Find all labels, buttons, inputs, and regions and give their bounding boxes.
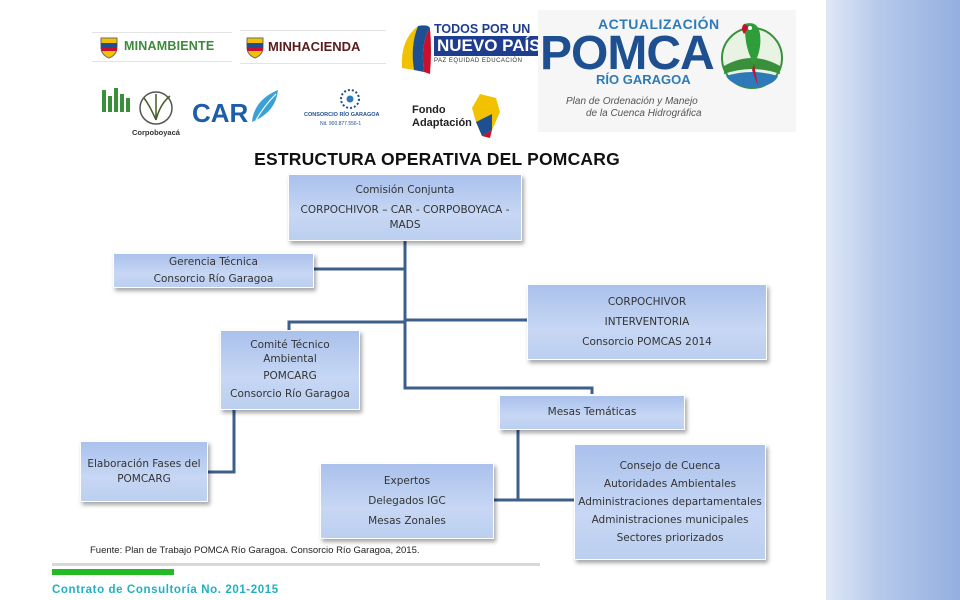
pomca-logo: ACTUALIZACIÓN POMCA RÍO GARAGOA Plan de …: [538, 10, 796, 132]
corpoboyaca-logo: Corpoboyacá: [100, 86, 190, 138]
node-mesas-tematicas: Mesas Temáticas: [499, 395, 685, 430]
node-label: Consorcio Río Garagoa: [153, 272, 274, 285]
node-label: CORPOCHIVOR: [607, 295, 687, 308]
contract-number: Contrato de Consultoría No. 201-2015: [52, 584, 279, 596]
node-label: Expertos: [383, 474, 431, 487]
connector-comite: [287, 320, 405, 330]
page-title: ESTRUCTURA OPERATIVA DEL POMCARG: [254, 149, 620, 169]
node-label: Elaboración Fases del POMCARG: [87, 458, 201, 485]
pomca-big-text: POMCA: [540, 27, 715, 80]
connector-trunk: [403, 240, 594, 394]
node-label: Comisión Conjunta: [355, 184, 455, 197]
pomca-rio-text: RÍO GARAGOA: [596, 72, 691, 87]
fondo-adaptacion-logo: Fondo Adaptación: [410, 92, 502, 140]
node-label: Delegados IGC: [368, 494, 446, 507]
todos-line2: NUEVO PAÍS: [434, 36, 544, 56]
footer-accent-bar: [52, 569, 174, 575]
todos-line1: TODOS POR UN: [434, 22, 531, 36]
minhacienda-logo: MINHACIENDA: [240, 30, 386, 64]
minambiente-text: MINAMBIENTE: [124, 39, 215, 53]
consorcio-nit: Nit. 900.877.556-1: [320, 121, 362, 127]
node-label: Autoridades Ambientales: [603, 477, 737, 490]
minhacienda-text: MINHACIENDA: [268, 39, 361, 54]
connector-elaboracion: [208, 410, 236, 474]
todos-por-un-nuevo-pais-logo: TODOS POR UN NUEVO PAÍS PAZ EQUIDAD EDUC…: [398, 18, 544, 78]
node-label: Consejo de Cuenca: [619, 459, 721, 472]
connector-mesas: [494, 430, 520, 502]
node-elaboracion-fases: Elaboración Fases del POMCARG: [80, 441, 208, 502]
node-label: Consorcio Río Garagoa: [230, 388, 350, 401]
todos-line3: PAZ EQUIDAD EDUCACIÓN: [434, 58, 523, 64]
pomca-top-text: ACTUALIZACIÓN: [598, 16, 720, 32]
minambiente-logo: MINAMBIENTE: [92, 32, 232, 62]
node-consejo-de-cuenca: Consejo de Cuenca Autoridades Ambientale…: [574, 444, 766, 560]
flag-swoosh-icon: [401, 25, 431, 74]
node-comision-conjunta: Comisión Conjunta CORPOCHIVOR – CAR - CO…: [288, 174, 522, 241]
right-decorative-band: [826, 0, 960, 600]
car-logo: CAR: [192, 86, 284, 136]
fondo-line2: Adaptación: [412, 117, 472, 129]
colombia-shield-icon: [246, 37, 264, 59]
node-gerencia-tecnica: Gerencia Técnica Consorcio Río Garagoa: [113, 253, 314, 288]
source-note: Fuente: Plan de Trabajo POMCA Río Garago…: [90, 545, 420, 556]
footer-divider: [52, 563, 540, 566]
node-label: Sectores priorizados: [616, 532, 724, 545]
colombia-shield-icon: [100, 37, 118, 59]
node-label: Mesas Zonales: [368, 515, 446, 528]
node-label: Mesas Temáticas: [547, 406, 637, 419]
pomca-subtitle-1: Plan de Ordenación y Manejo: [566, 96, 698, 107]
car-text: CAR: [192, 98, 249, 128]
corpoboyaca-emblem-icon: [102, 88, 173, 125]
node-label: CORPOCHIVOR – CAR - CORPOBOYACA - MADS: [300, 204, 510, 231]
node-label: POMCARG: [263, 370, 317, 382]
consorcio-rio-garagoa-logo: CONSORCIO RÍO GARAGOA Nit. 900.877.556-1: [300, 88, 402, 138]
parrot-landscape-icon: [721, 23, 783, 89]
colombia-map-icon: [472, 94, 500, 138]
node-label: Administraciones municipales: [591, 514, 749, 527]
consorcio-name: CONSORCIO RÍO GARAGOA: [304, 112, 380, 118]
node-corpochivor-interventoria: CORPOCHIVOR INTERVENTORIA Consorcio POMC…: [527, 284, 767, 360]
fondo-line1: Fondo: [412, 104, 446, 116]
pomca-subtitle-2: de la Cuenca Hidrográfica: [586, 108, 702, 119]
leaf-icon: [252, 90, 278, 122]
node-label: Comité Técnico Ambiental: [250, 338, 330, 365]
node-label: Administraciones departamentales: [578, 495, 762, 508]
node-expertos: Expertos Delegados IGC Mesas Zonales: [320, 463, 494, 539]
node-label: Gerencia Técnica: [169, 256, 258, 269]
node-label: INTERVENTORIA: [604, 315, 690, 328]
dotted-circle-icon: [340, 89, 360, 109]
node-label: Consorcio POMCAS 2014: [582, 336, 712, 349]
corpoboyaca-text: Corpoboyacá: [132, 128, 180, 137]
node-comite-tecnico: Comité Técnico Ambiental POMCARG Consorc…: [220, 330, 360, 410]
